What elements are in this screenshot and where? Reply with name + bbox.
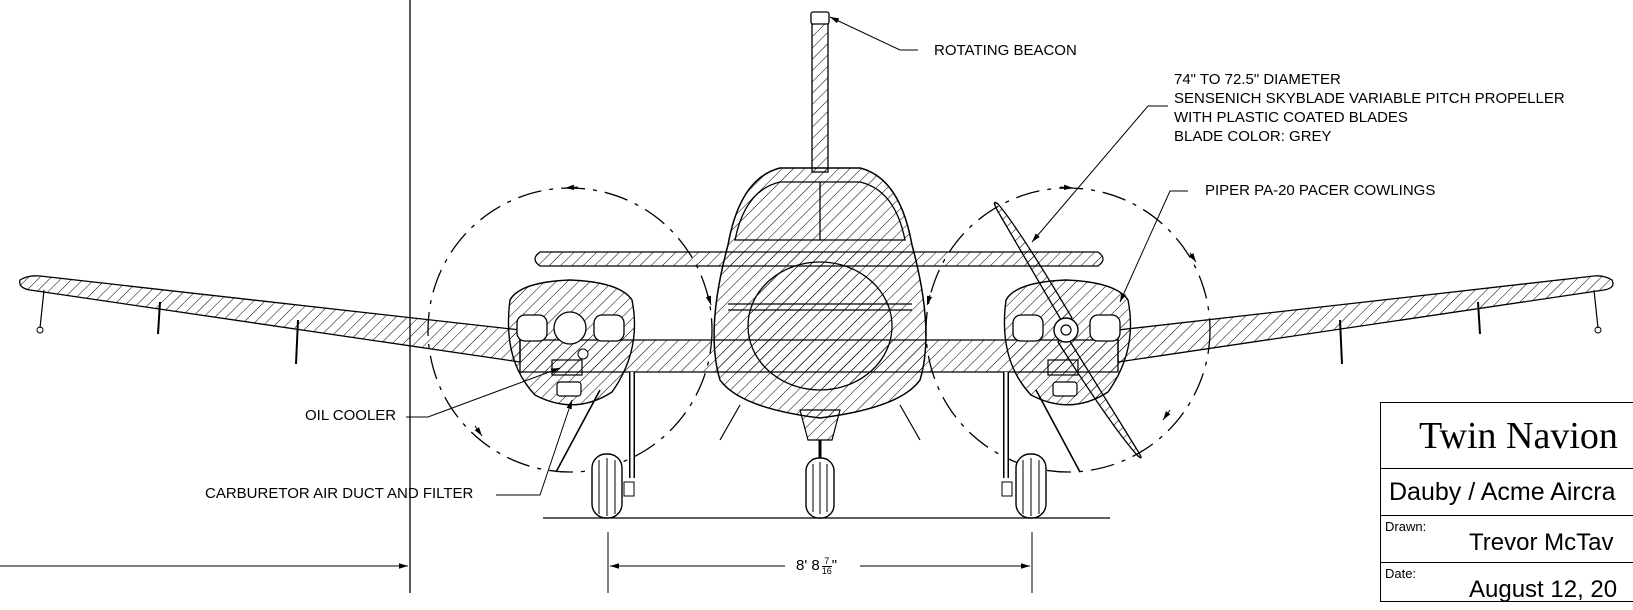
propeller-blade-upper: [993, 201, 1073, 327]
oil-cooler-label: OIL COOLER: [305, 407, 397, 424]
drawn-row: Drawn: Trevor McTav: [1381, 516, 1633, 563]
date-value: August 12, 20: [1469, 576, 1618, 603]
propeller-note-line3: WITH PLASTIC COATED BLADES: [1174, 109, 1408, 126]
dimension-main: 8' 8: [796, 557, 820, 574]
drawing-title: Twin Navion: [1381, 403, 1633, 469]
right-carb-inlet: [1052, 381, 1078, 397]
drawing-maker: Dauby / Acme Aircra: [1381, 469, 1633, 516]
left-oil-cooler: [551, 359, 583, 376]
cowlings-leader: [1119, 190, 1188, 303]
propeller-blade-lower: [1057, 334, 1142, 459]
drawn-label: Drawn:: [1385, 519, 1427, 534]
vertical-stabilizer: [811, 21, 829, 173]
propeller-leader: [1031, 105, 1168, 243]
propeller-note-line1: 74" TO 72.5" DIAMETER: [1174, 71, 1341, 88]
left-wing: [19, 275, 521, 363]
rotating-beacon: [810, 11, 830, 25]
canopy: [734, 181, 906, 241]
rotating-beacon-label: ROTATING BEACON: [934, 42, 1077, 59]
beacon-leader: [829, 16, 901, 51]
aircraft-front-view-drawing: [0, 0, 1614, 593]
propeller-note-line4: BLADE COLOR: GREY: [1174, 128, 1332, 145]
right-wing: [1117, 275, 1614, 363]
carb-leader: [496, 399, 573, 496]
drawn-value: Trevor McTav: [1469, 529, 1614, 556]
propeller-note-line2: SENSENICH SKYBLADE VARIABLE PITCH PROPEL…: [1174, 90, 1565, 107]
cowlings-label: PIPER PA-20 PACER COWLINGS: [1205, 182, 1436, 199]
title-block: Twin Navion Dauby / Acme Aircra Drawn: T…: [1380, 402, 1633, 603]
oil-cooler-leader: [406, 367, 561, 418]
nose-cowl: [747, 261, 893, 391]
dimension-suffix: ": [831, 557, 838, 574]
date-row: Date: August 12, 20: [1381, 563, 1633, 610]
right-tip-antenna: [1593, 289, 1599, 329]
date-label: Date:: [1385, 566, 1417, 581]
left-carb-inlet: [556, 381, 582, 397]
carburetor-label: CARBURETOR AIR DUCT AND FILTER: [205, 485, 474, 502]
left-tip-antenna: [39, 289, 45, 329]
